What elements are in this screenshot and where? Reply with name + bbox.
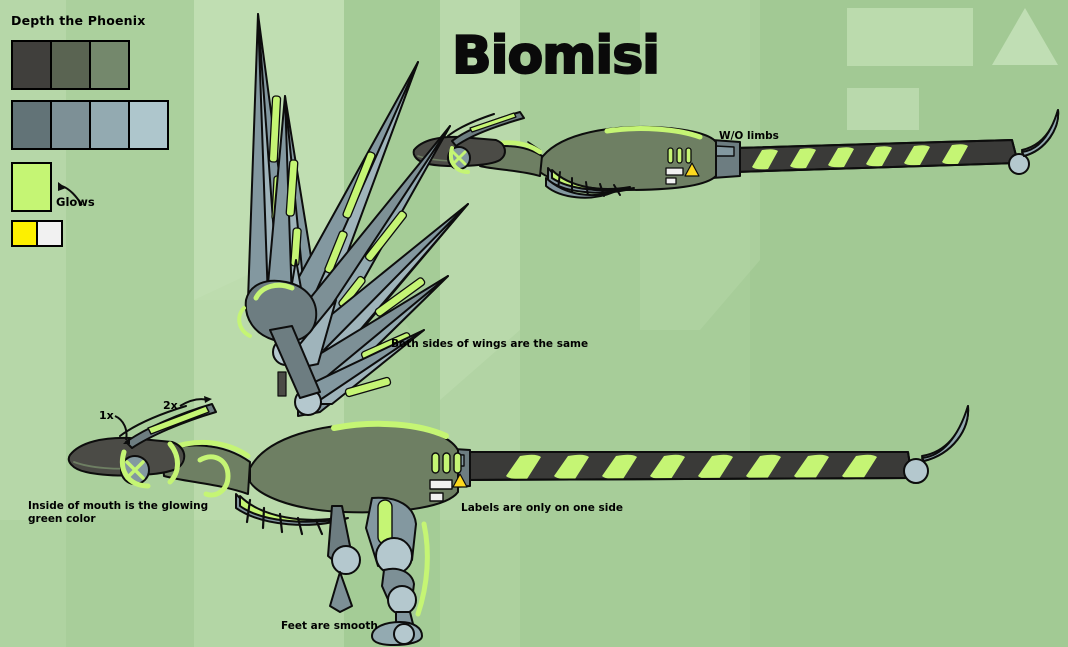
swatch-slate-dark[interactable] xyxy=(13,102,50,148)
marker-1x: 1x xyxy=(99,409,114,422)
swatch-slate-light[interactable] xyxy=(89,102,128,148)
page-title: Biomisi xyxy=(451,26,661,86)
palette-row-accents xyxy=(11,220,63,247)
swatch-charcoal[interactable] xyxy=(13,42,50,88)
swatch-slate-mid[interactable] xyxy=(50,102,89,148)
background-triangle xyxy=(992,8,1058,65)
background-band-5 xyxy=(440,0,520,647)
annotation-feet: Feet are smooth xyxy=(281,620,378,632)
upper-creature xyxy=(412,109,1060,199)
background-band-6 xyxy=(520,0,750,647)
marker-2x: 2x xyxy=(163,399,178,412)
palette-title: Depth the Phoenix xyxy=(11,13,146,28)
swatch-yellow[interactable] xyxy=(13,222,36,245)
swatch-slate-pale[interactable] xyxy=(128,102,167,148)
palette-row-2 xyxy=(11,100,169,150)
glow-label: Glows xyxy=(56,195,95,209)
annotation-wings: Both sides of wings are the same xyxy=(391,338,589,350)
annotation-labels: Labels are only on one side xyxy=(461,502,624,514)
annotation-mouth: Inside of mouth is the glowing green col… xyxy=(28,500,209,525)
background-rect-small xyxy=(847,88,919,130)
palette-row-glow xyxy=(11,162,52,212)
annotation-no-limbs: W/O limbs xyxy=(719,130,779,142)
swatch-white[interactable] xyxy=(36,222,61,245)
background-rect-large xyxy=(847,8,973,66)
swatch-sage-green[interactable] xyxy=(89,42,128,88)
palette-row-1 xyxy=(11,40,130,90)
lower-creature xyxy=(67,403,970,646)
swatch-olive-gray[interactable] xyxy=(50,42,89,88)
swatch-glow-green[interactable] xyxy=(13,164,50,210)
wings xyxy=(237,13,469,417)
